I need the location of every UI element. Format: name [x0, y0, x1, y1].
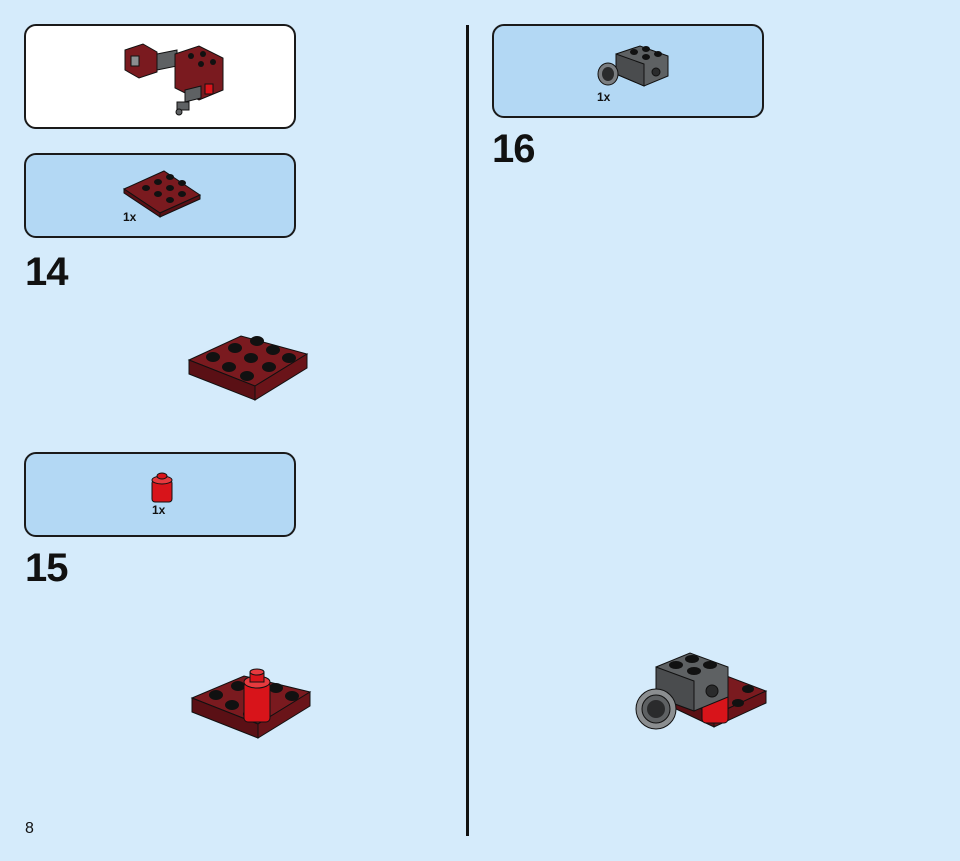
- step-14-parts-box: 1x: [24, 153, 296, 238]
- step-16-parts-box: 1x: [492, 24, 764, 118]
- step-15-assembly-icon: [190, 668, 312, 739]
- step-16-assembly-icon: [635, 652, 768, 730]
- dark-gray-brick-pin-hole-icon: [597, 45, 669, 87]
- step-16-part-qty: 1x: [597, 90, 611, 104]
- step-15-number: 15: [25, 546, 68, 590]
- submodel-preview-box: [24, 24, 296, 129]
- column-divider: [466, 25, 469, 836]
- dark-red-round-plate-icon: [122, 170, 202, 218]
- step-16-number: 16: [492, 127, 535, 171]
- step-14-assembly-icon: [187, 335, 309, 401]
- red-round-brick-icon: [151, 472, 173, 503]
- step-15-parts-box: 1x: [24, 452, 296, 537]
- submodel-preview-icon: [124, 43, 224, 116]
- step-14-number: 14: [25, 250, 68, 294]
- page-number: 8: [25, 820, 34, 837]
- step-15-part-qty: 1x: [152, 503, 166, 517]
- step-14-part-qty: 1x: [123, 210, 137, 224]
